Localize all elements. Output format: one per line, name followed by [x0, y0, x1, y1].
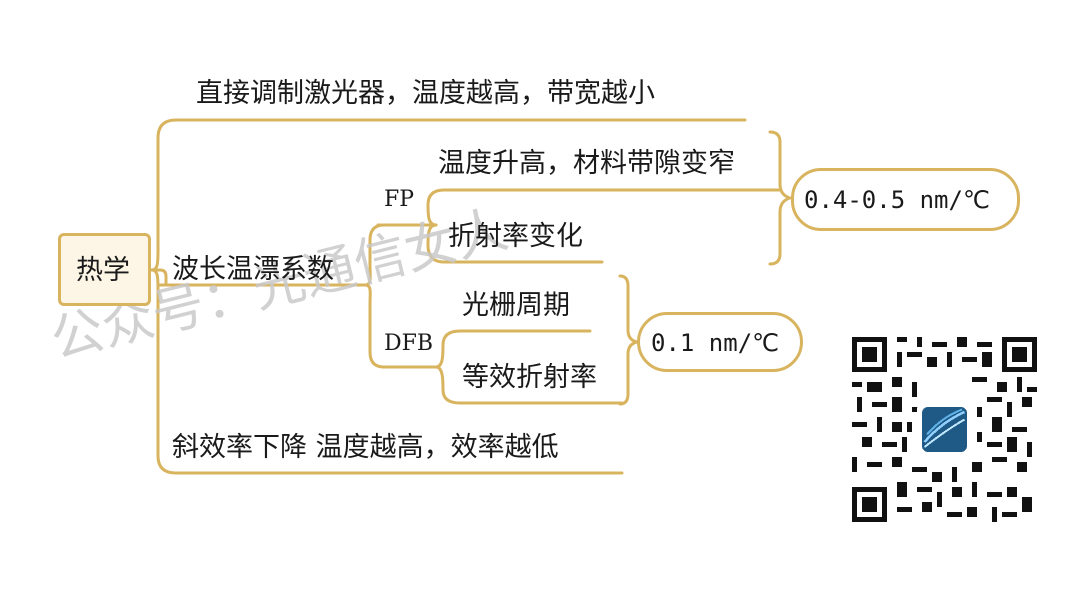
qr-code-icon	[852, 337, 1037, 522]
root-label: 热学	[76, 255, 130, 286]
connector-wavelength-stub	[150, 268, 168, 287]
node-slope-efficiency[interactable]: 斜效率下降 温度越高，效率越低	[172, 432, 559, 463]
node-dfb-index[interactable]: 等效折射率	[462, 362, 597, 393]
connector-slope	[150, 268, 624, 475]
connector-fp-item1	[426, 188, 782, 227]
root-node[interactable]	[58, 233, 151, 306]
connector-dfb	[363, 283, 438, 369]
node-direct-modulation[interactable]: 直接调制激光器，温度越高，带宽越小	[196, 78, 655, 109]
bracket-fp	[768, 130, 796, 266]
node-wavelength-drift[interactable]: 波长温漂系数	[172, 254, 334, 285]
connector-dfb-item2	[434, 365, 624, 405]
node-dfb[interactable]: DFB	[384, 331, 434, 356]
bracket-dfb	[618, 274, 638, 406]
connector-fp-item2	[426, 223, 604, 264]
dfb-value: 0.1 nm/℃	[651, 329, 780, 357]
node-fp-bandgap[interactable]: 温度升高，材料带隙变窄	[438, 148, 735, 179]
dfb-value-box[interactable]	[637, 312, 803, 372]
node-fp-refractive[interactable]: 折射率变化	[448, 221, 583, 252]
fp-value: 0.4-0.5 nm/℃	[804, 186, 990, 214]
fp-value-box[interactable]	[791, 168, 1020, 231]
connector-direct	[150, 118, 747, 272]
node-fp[interactable]: FP	[384, 187, 415, 212]
node-dfb-grating[interactable]: 光栅周期	[462, 290, 570, 321]
connector-dfb-item1	[434, 329, 592, 369]
